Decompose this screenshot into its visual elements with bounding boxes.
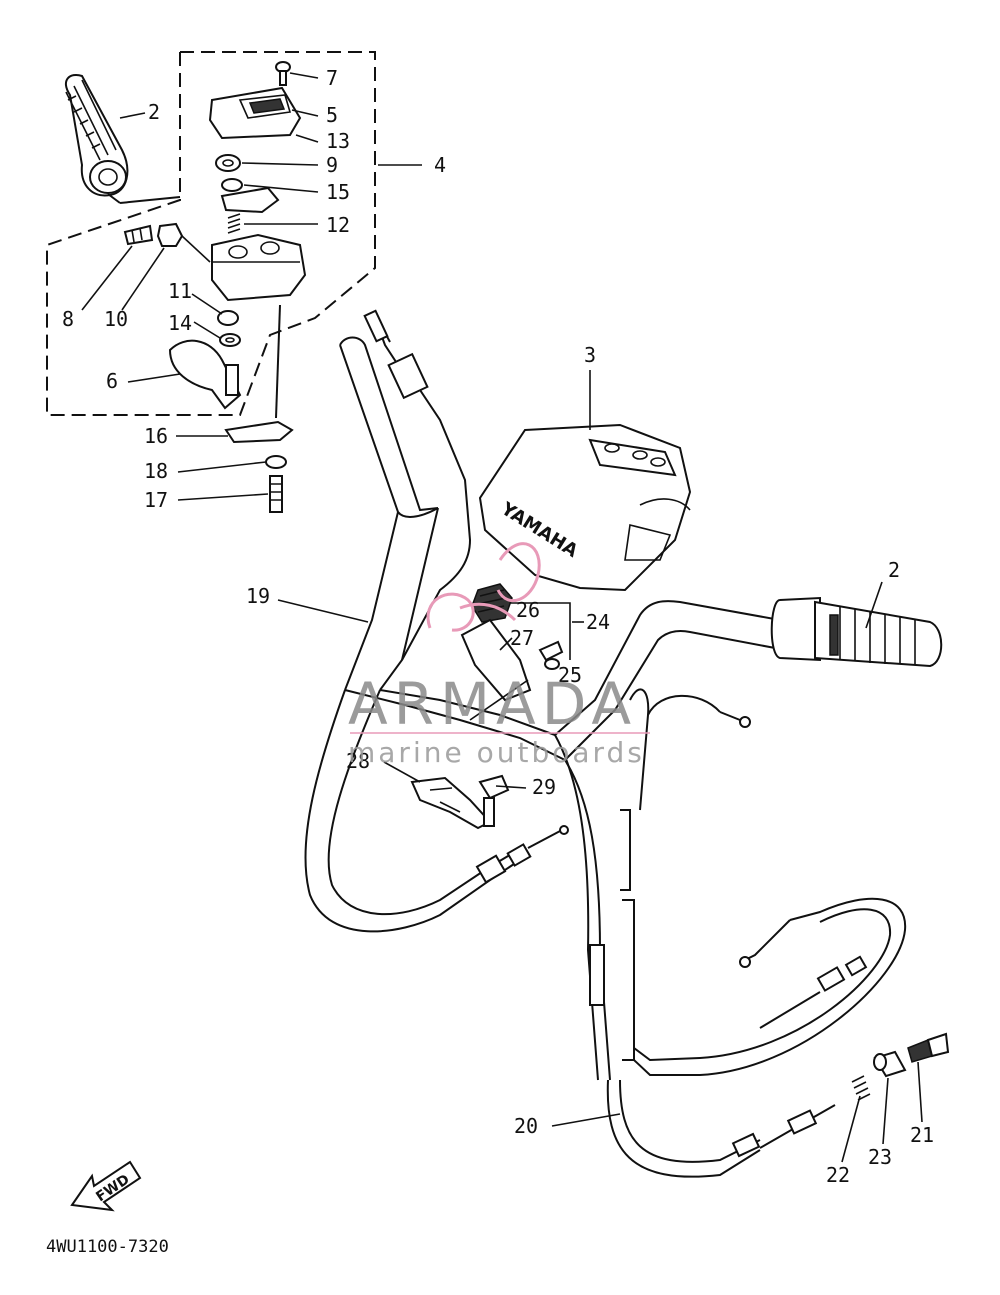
fwd-arrow-icon: FWD xyxy=(70,1160,142,1212)
callout-7: 7 xyxy=(326,66,338,90)
part-code: 4WU1100-7320 xyxy=(46,1237,169,1257)
watermark-logo-icon xyxy=(426,542,541,632)
callout-23: 23 xyxy=(868,1145,892,1169)
callout-10: 10 xyxy=(104,307,128,331)
callout-17: 17 xyxy=(144,488,168,512)
washer-14 xyxy=(219,333,241,347)
watermark-title: ARMADA xyxy=(348,670,637,738)
cable-left-loop xyxy=(304,689,521,933)
clamp-16 xyxy=(224,420,294,444)
callout-15: 15 xyxy=(326,180,350,204)
callout-labels: 2 7 5 13 9 4 15 12 8 10 11 14 6 16 18 17… xyxy=(62,66,934,1187)
callout-26: 26 xyxy=(516,598,540,622)
callout-18: 18 xyxy=(144,459,168,483)
throttle-cable xyxy=(363,309,472,661)
watermark-subtitle: marine outboards xyxy=(348,736,645,769)
callout-29: 29 xyxy=(532,775,556,799)
callout-14: 14 xyxy=(168,311,192,335)
callout-4: 4 xyxy=(434,153,446,177)
callout-16: 16 xyxy=(144,424,168,448)
spring-22 xyxy=(851,1075,871,1101)
callout-6: 6 xyxy=(106,369,118,393)
leader-lines xyxy=(81,72,923,1163)
callout-28: 28 xyxy=(346,749,370,773)
cable-20 xyxy=(554,688,761,1178)
assembly-boundary xyxy=(46,51,376,416)
watermark: ARMADA marine outboards xyxy=(348,542,650,769)
cable-end-left xyxy=(475,825,569,884)
throttle-lever-6 xyxy=(168,339,242,410)
bracket-28 xyxy=(410,776,492,830)
starter-lever-27 xyxy=(460,618,532,702)
washer-9 xyxy=(215,154,241,172)
nut-10 xyxy=(156,222,211,263)
bolt-17 xyxy=(269,475,283,513)
callout-22: 22 xyxy=(826,1163,850,1187)
callout-8: 8 xyxy=(62,307,74,331)
callout-25: 25 xyxy=(558,663,582,687)
cable-end-21 xyxy=(907,1032,950,1063)
callout-9: 9 xyxy=(326,153,338,177)
callout-19: 19 xyxy=(246,584,270,608)
callout-27: 27 xyxy=(510,626,534,650)
callout-11: 11 xyxy=(168,279,192,303)
throttle-upper-case xyxy=(208,86,302,140)
screw-7 xyxy=(275,61,291,86)
left-grip xyxy=(64,74,129,197)
callout-21: 21 xyxy=(910,1123,934,1147)
callout-13: 13 xyxy=(326,129,350,153)
collar-11 xyxy=(217,310,239,326)
right-grip xyxy=(770,596,943,668)
cable-lower-right xyxy=(633,897,907,1158)
throttle-lower-case xyxy=(211,233,307,302)
callout-5: 5 xyxy=(326,103,338,127)
bolt-8 xyxy=(123,224,154,246)
handlebar-cover: YAMAHA xyxy=(478,423,692,592)
callout-24: 24 xyxy=(586,610,610,634)
callout-2-right: 2 xyxy=(888,558,900,582)
washer-18 xyxy=(265,455,287,469)
lever-15 xyxy=(220,178,280,214)
callout-12: 12 xyxy=(326,213,350,237)
bolt-29 xyxy=(478,774,510,827)
callout-20: 20 xyxy=(514,1114,538,1138)
screw-25 xyxy=(538,640,564,670)
adjuster-23 xyxy=(873,1050,907,1078)
callout-2-left: 2 xyxy=(148,100,160,124)
callout-3: 3 xyxy=(584,343,596,367)
spring-12 xyxy=(227,213,241,234)
